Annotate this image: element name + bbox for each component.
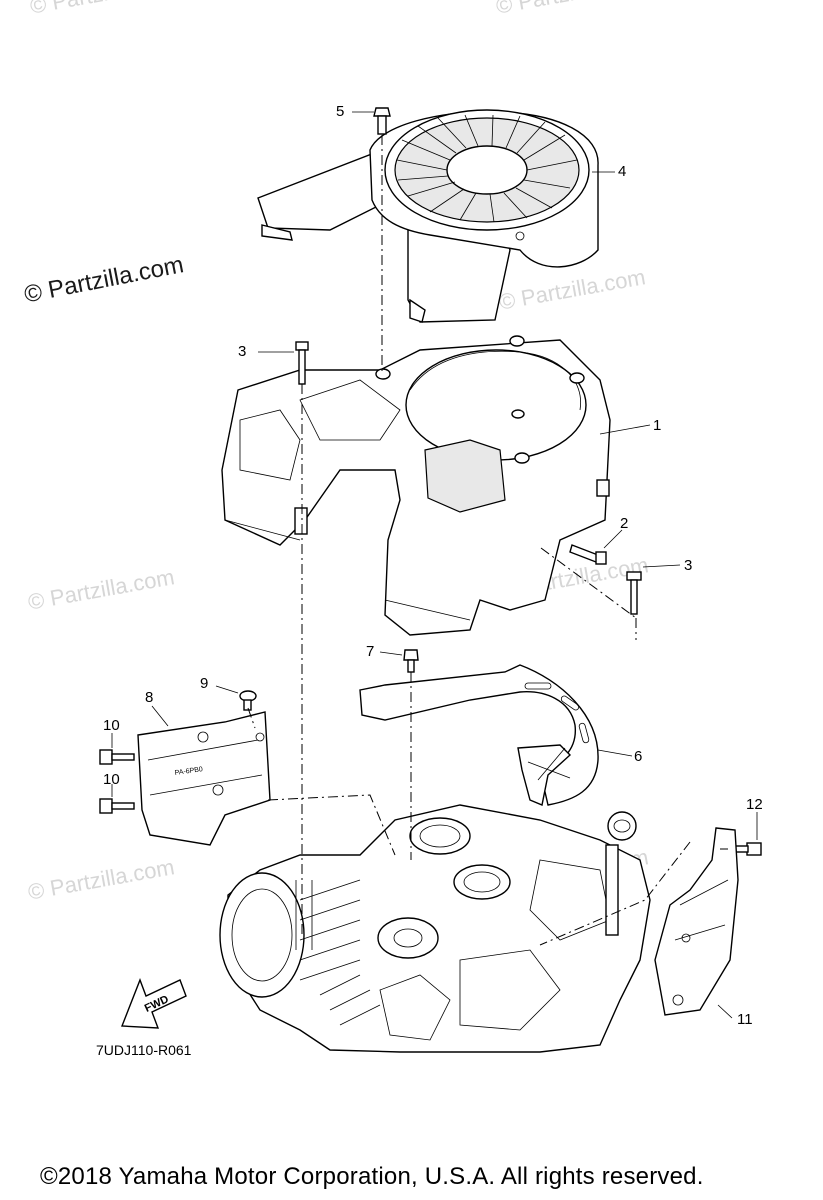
cover-part-8: PA-6PB0	[137, 705, 271, 846]
cover-marking: PA-6PB0	[174, 766, 203, 777]
bolt-part-2	[569, 529, 623, 565]
callout-4: 4	[618, 163, 627, 180]
bolt-part-10-lower	[99, 784, 135, 814]
callout-6: 6	[634, 748, 643, 765]
callout-5: 5	[336, 103, 345, 120]
callout-9: 9	[200, 675, 209, 692]
callout-11: 11	[737, 1011, 753, 1028]
bolt-part-5	[352, 107, 391, 135]
bracket-part-6	[359, 664, 633, 806]
bolt-part-7	[379, 649, 419, 673]
bolt-part-10-upper	[99, 733, 135, 765]
callout-12: 12	[746, 796, 763, 813]
callout-10: 10	[103, 771, 120, 788]
callout-10: 10	[103, 717, 120, 734]
callout-8: 8	[145, 689, 154, 706]
bolt-part-3-lower	[626, 564, 681, 615]
leader-line	[599, 424, 651, 435]
callout-3: 3	[238, 343, 247, 360]
assembly-lines	[247, 135, 728, 946]
callout-2: 2	[620, 515, 629, 532]
fan-cover-part-4	[257, 109, 599, 323]
callout-7: 7	[366, 643, 375, 660]
fwd-direction-arrow: FWD	[120, 978, 187, 1029]
bolt-part-12	[727, 812, 762, 856]
callout-3: 3	[684, 557, 693, 574]
diagram-code: 7UDJ110-R061	[96, 1042, 192, 1058]
main-housing-part-1	[221, 335, 611, 636]
copyright-notice: ©2018 Yamaha Motor Corporation, U.S.A. A…	[40, 1163, 704, 1190]
engine-block	[219, 804, 651, 1053]
callout-1: 1	[653, 417, 662, 434]
screw-part-9	[215, 685, 257, 711]
side-cover-part-11	[654, 827, 739, 1019]
